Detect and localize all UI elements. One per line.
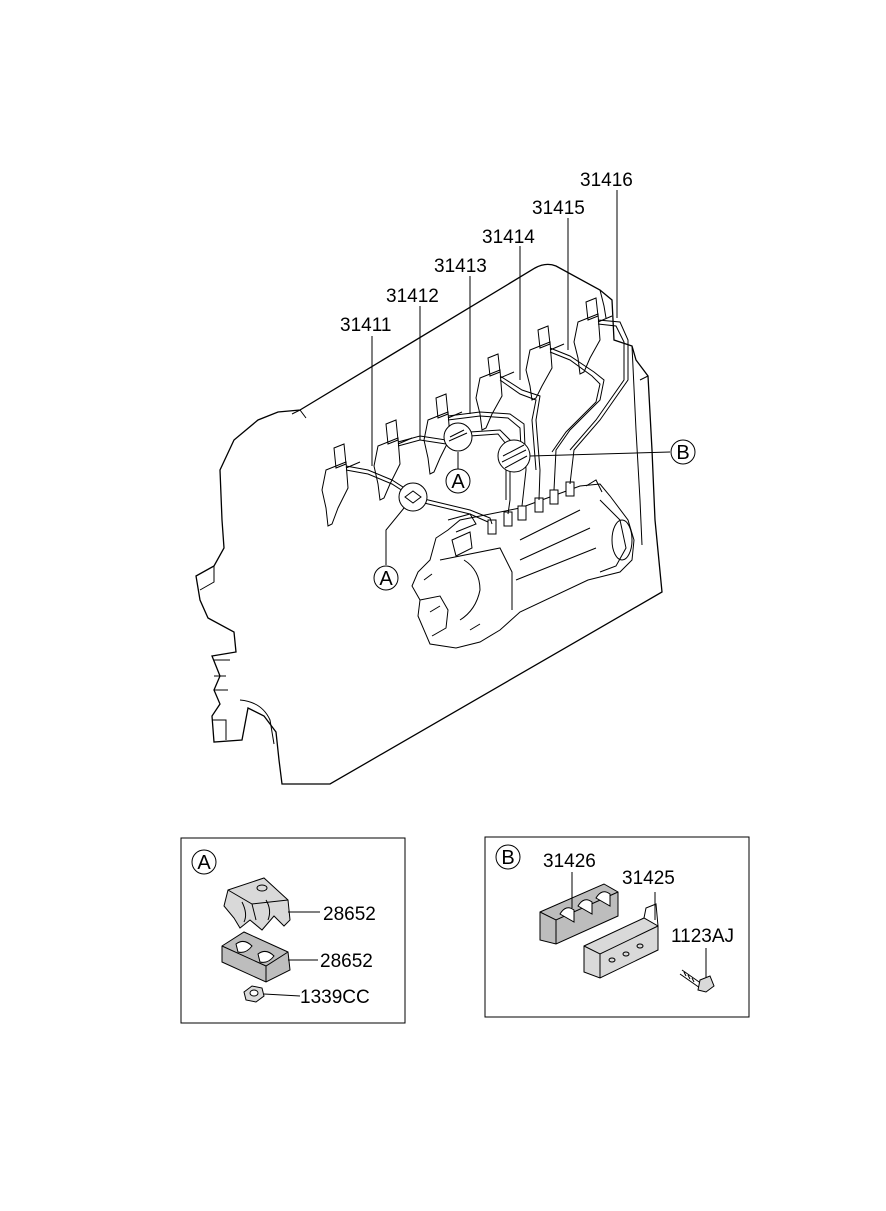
- part-label-31413: 31413: [434, 256, 487, 277]
- callout-b-main: B: [670, 439, 696, 465]
- callout-a-lower-letter: A: [379, 568, 393, 590]
- injection-pump: [411, 479, 635, 649]
- detail-box-a: A 28652 28652 1339CC: [180, 837, 406, 1024]
- callout-bubbles: A A B: [373, 439, 696, 591]
- detail-a-letter: A: [197, 852, 211, 874]
- callout-b-main-letter: B: [676, 442, 689, 464]
- injector-1: [321, 443, 361, 527]
- detail-b-label-bolt: 1123AJ: [671, 926, 734, 947]
- part-label-31416: 31416: [580, 170, 633, 191]
- detail-b-letter: B: [501, 847, 514, 869]
- callout-a-upper-letter: A: [451, 471, 465, 493]
- nut: [243, 985, 265, 1003]
- callout-a-upper: A: [445, 468, 471, 494]
- part-label-31412: 31412: [386, 286, 439, 307]
- clamp-upper-half: [223, 877, 291, 931]
- part-label-31411: 31411: [340, 315, 391, 336]
- detail-a-label-nut: 1339CC: [300, 987, 370, 1008]
- detail-b-label-31426: 31426: [543, 851, 596, 872]
- detail-a-label-upper: 28652: [323, 904, 376, 925]
- engine-block: [195, 263, 663, 785]
- part-label-31414: 31414: [482, 227, 535, 248]
- injector-6: [573, 297, 613, 375]
- clamp-31426: [539, 883, 619, 945]
- main-part-labels: 31411 31412 31413 31414 31415 31416: [340, 170, 633, 336]
- detail-a-label-lower: 28652: [320, 951, 373, 972]
- injectors: [321, 297, 613, 527]
- callout-a-lower: A: [373, 565, 399, 591]
- injector-5: [525, 325, 565, 401]
- pipe-clamp-markers: [398, 422, 531, 512]
- leader-lines: [371, 190, 671, 565]
- clamp-lower-half: [221, 931, 291, 983]
- detail-box-b: B 31426: [484, 836, 750, 1018]
- clamp-31425: [583, 903, 659, 979]
- detail-b-label-31425: 31425: [622, 868, 675, 889]
- injector-2: [373, 419, 413, 501]
- part-label-31415: 31415: [532, 198, 585, 219]
- bolt: [679, 969, 715, 993]
